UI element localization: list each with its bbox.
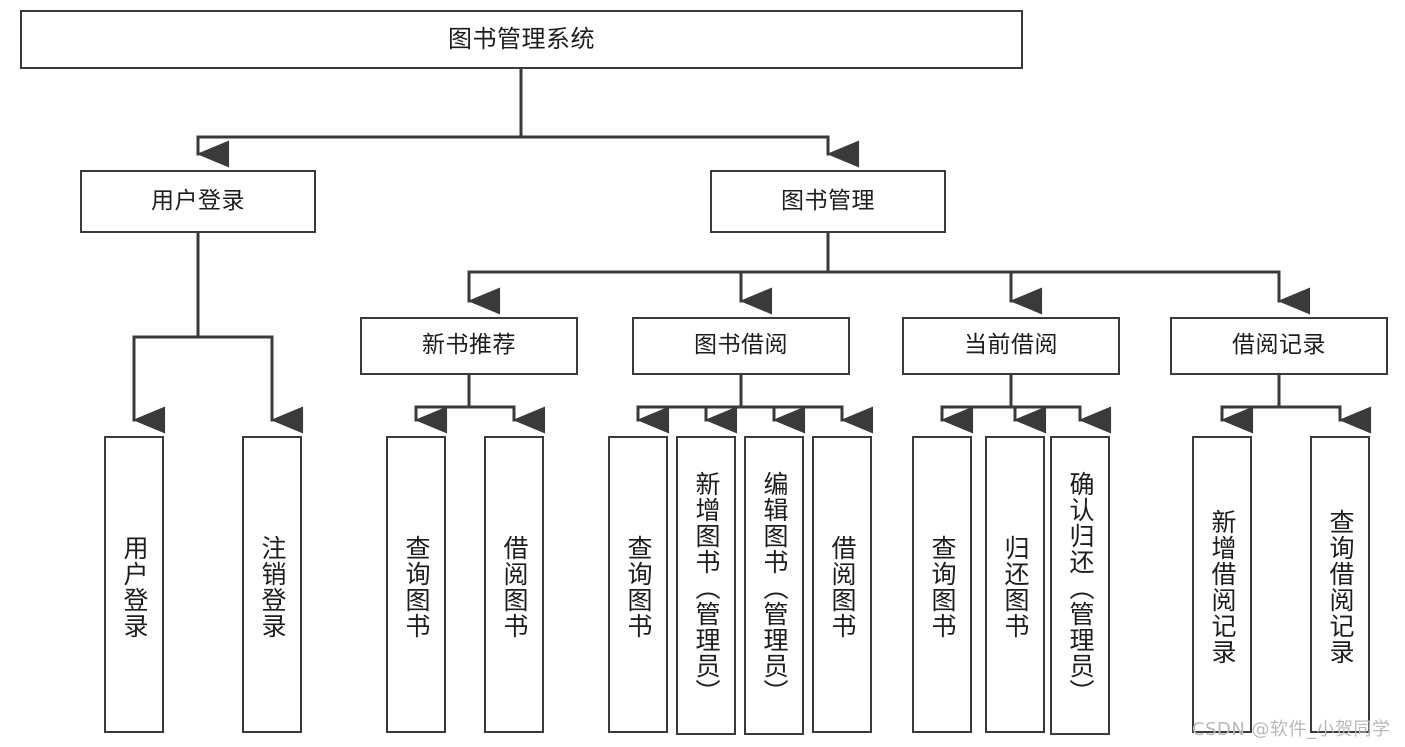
node-book-manage-label: 图书管理 (781, 187, 875, 214)
node-leaf-borrow-book-2-label: 借阅图书 (828, 534, 857, 639)
node-leaf-user-logout-label: 注销登录 (258, 534, 287, 639)
node-leaf-add-borrow-record[interactable]: 新增借阅记录 (1192, 436, 1252, 733)
node-leaf-query-book-1-label: 查询图书 (402, 534, 431, 639)
node-user-login[interactable]: 用户登录 (80, 170, 316, 233)
node-leaf-edit-book-admin[interactable]: 编辑图书（管理员） (744, 436, 804, 735)
node-leaf-query-borrow-record-label: 查询借阅记录 (1326, 508, 1355, 665)
node-leaf-add-borrow-record-label: 新增借阅记录 (1208, 508, 1237, 665)
node-leaf-user-login[interactable]: 用户登录 (104, 436, 164, 733)
node-leaf-return-book-label: 归还图书 (1001, 534, 1030, 639)
node-leaf-borrow-book-1[interactable]: 借阅图书 (484, 436, 544, 733)
node-book-borrow-label: 图书借阅 (694, 332, 788, 359)
node-leaf-borrow-book-2[interactable]: 借阅图书 (812, 436, 872, 733)
node-leaf-query-book-2[interactable]: 查询图书 (608, 436, 668, 733)
node-leaf-return-book[interactable]: 归还图书 (985, 436, 1045, 733)
watermark-text: CSDN @软件_小贺同学 (1192, 719, 1391, 740)
node-leaf-query-book-3-label: 查询图书 (928, 534, 957, 639)
node-leaf-confirm-return-admin[interactable]: 确认归还（管理员） (1050, 436, 1110, 735)
node-leaf-query-borrow-record[interactable]: 查询借阅记录 (1310, 436, 1370, 733)
node-new-book-recommend-label: 新书推荐 (422, 332, 516, 359)
node-borrow-record[interactable]: 借阅记录 (1170, 317, 1388, 375)
node-leaf-user-logout[interactable]: 注销登录 (242, 436, 302, 733)
node-leaf-add-book-admin-label: 新增图书（管理员） (692, 470, 721, 705)
node-leaf-user-login-label: 用户登录 (120, 534, 149, 639)
node-leaf-query-book-1[interactable]: 查询图书 (386, 436, 446, 733)
node-leaf-borrow-book-1-label: 借阅图书 (500, 534, 529, 639)
node-new-book-recommend[interactable]: 新书推荐 (360, 317, 578, 375)
node-book-borrow[interactable]: 图书借阅 (632, 317, 850, 375)
node-user-login-label: 用户登录 (151, 187, 245, 214)
node-leaf-query-book-3[interactable]: 查询图书 (912, 436, 972, 733)
node-current-borrow-label: 当前借阅 (964, 332, 1058, 359)
node-root-label: 图书管理系统 (448, 25, 595, 54)
node-book-manage[interactable]: 图书管理 (710, 170, 946, 233)
node-root[interactable]: 图书管理系统 (20, 10, 1023, 69)
node-borrow-record-label: 借阅记录 (1232, 332, 1326, 359)
node-leaf-add-book-admin[interactable]: 新增图书（管理员） (676, 436, 736, 735)
node-leaf-query-book-2-label: 查询图书 (624, 534, 653, 639)
node-current-borrow[interactable]: 当前借阅 (902, 317, 1120, 375)
node-leaf-confirm-return-admin-label: 确认归还（管理员） (1066, 470, 1095, 705)
node-leaf-edit-book-admin-label: 编辑图书（管理员） (760, 470, 789, 705)
